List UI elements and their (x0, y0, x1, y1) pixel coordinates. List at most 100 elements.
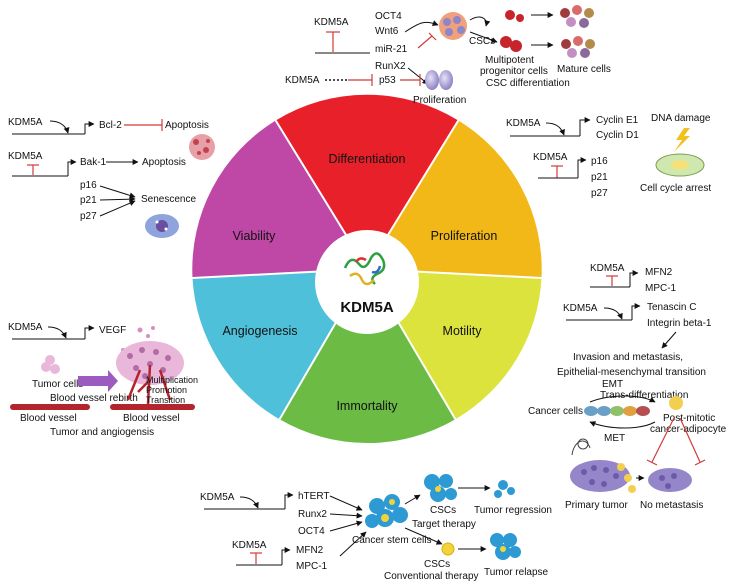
cell-icon (505, 10, 515, 20)
primary-tumor-icon (570, 438, 636, 493)
pro-cell-cycle-arrest: Cell cycle arrest (640, 183, 711, 194)
top-progenitor: progenitor cells (480, 66, 548, 77)
label-angiogenesis: Angiogenesis (222, 324, 297, 338)
segment-immortality[interactable] (279, 269, 456, 444)
imm-target-therapy: Target therapy (412, 519, 476, 530)
mot-met: MET (604, 433, 625, 444)
ang-tumor-cells: Tumor cells (32, 379, 83, 390)
segment-proliferation[interactable] (367, 120, 542, 279)
ang-caption: Tumor and angiogensis (50, 427, 154, 438)
pro-cyclin-e1: Cyclin E1 (596, 115, 639, 126)
top-runx2: RunX2 (375, 61, 406, 72)
imm-kdm5a-2: KDM5A (232, 540, 267, 551)
top-proliferation: Proliferation (413, 95, 466, 106)
via-kdm5a-1: KDM5A (8, 117, 43, 128)
label-differentiation: Differentiation (329, 152, 406, 166)
mot-emt: EMT (602, 379, 623, 390)
imm-conventional: Conventional therapy (384, 571, 479, 582)
panel-proliferation: KDM5A Cyclin E1 Cyclin D1 DNA damage Cel… (506, 113, 711, 199)
via-p27: p27 (80, 211, 97, 222)
imm-oct4: OCT4 (298, 526, 325, 537)
panel-angiogenesis: KDM5A VEGF Tumor cells Blood vessel rebi… (8, 322, 198, 438)
panel-motility: KDM5A MFN2 MPC-1 KDM5A Tenascin C Integr… (528, 263, 727, 511)
pro-p16: p16 (591, 156, 608, 167)
top-mir21: miR-21 (375, 44, 408, 55)
via-senescence: Senescence (141, 194, 196, 205)
progenitor-cells-icon (500, 36, 522, 52)
mot-integrin: Integrin beta-1 (647, 318, 712, 329)
pro-dna-damage: DNA damage (651, 113, 711, 124)
label-viability: Viability (233, 229, 277, 243)
blood-vessel-left-icon (10, 404, 90, 410)
segment-viability[interactable] (192, 120, 367, 279)
top-mature: Mature cells (557, 64, 611, 75)
mot-invasion: Invasion and metastasis, (573, 352, 683, 363)
pro-p27: p27 (591, 188, 608, 199)
imm-tumor-relapse: Tumor relapse (484, 567, 549, 578)
mot-trans-diff: Trans-differentiation (600, 390, 688, 401)
mot-mpc1: MPC-1 (645, 283, 677, 294)
mot-kdm5a-2: KDM5A (563, 303, 598, 314)
via-apoptosis-2: Apoptosis (142, 157, 186, 168)
top-oct4: OCT4 (375, 11, 402, 22)
center-label: KDM5A (340, 299, 394, 316)
mot-tenascin: Tenascin C (647, 302, 696, 313)
ang-multiplication: Multiplication (146, 375, 198, 385)
tumor-regression-icon (494, 480, 515, 498)
pro-kdm5a-2: KDM5A (533, 152, 568, 163)
top-csc-diff: CSC differentiation (486, 78, 570, 89)
ang-blood-vessel-2: Blood vessel (123, 413, 180, 424)
via-p21: p21 (80, 195, 97, 206)
mot-cancer-cells: Cancer cells (528, 406, 583, 417)
mot-kdm5a-1: KDM5A (590, 263, 625, 274)
imm-kdm5a-1: KDM5A (200, 492, 235, 503)
panel-immortality: KDM5A hTERT Runx2 OCT4 KDM5A MFN2 MPC-1 … (200, 474, 552, 582)
via-bcl2: Bcl-2 (99, 120, 122, 131)
cancer-cells-row-icon (584, 406, 650, 416)
pro-cyclin-d1: Cyclin D1 (596, 130, 639, 141)
imm-cancer-stem: Cancer stem cells (352, 535, 431, 546)
panel-differentiation: KDM5A OCT4 Wnt6 miR-21 RunX2 CSCs (285, 5, 611, 106)
pro-kdm5a-1: KDM5A (506, 118, 541, 129)
mot-postmitotic: Post-mitotic (663, 413, 715, 424)
ang-transition: Transition (146, 395, 185, 405)
apoptotic-cell-icon (189, 134, 215, 160)
mot-adipocyte: cancer-adipocyte (650, 424, 727, 435)
mot-primary-tumor: Primary tumor (565, 500, 628, 511)
center-hub (315, 230, 419, 334)
label-immortality: Immortality (336, 399, 398, 413)
top-kdm5a: KDM5A (314, 17, 349, 28)
via-kdm5a-2: KDM5A (8, 151, 43, 162)
tumor-relapse-icon (490, 533, 521, 560)
imm-tumor-regression: Tumor regression (474, 505, 552, 516)
imm-mfn2: MFN2 (296, 545, 324, 556)
adipocyte-icon (669, 396, 683, 410)
top-wnt6: Wnt6 (375, 26, 399, 37)
lightning-icon (674, 128, 690, 152)
tumor-mass-icon (116, 341, 184, 405)
cscs-cluster-upper-icon (424, 474, 457, 502)
label-motility: Motility (443, 324, 483, 338)
csc-cluster-icon (439, 12, 467, 40)
tumor-cells-small-icon (41, 355, 60, 374)
ang-blood-rebirth: Blood vessel rebirth (50, 393, 138, 404)
imm-htert: hTERT (298, 491, 330, 502)
imm-mpc1: MPC-1 (296, 561, 328, 572)
mot-mfn2: MFN2 (645, 267, 673, 278)
top-multipotent: Multipotent (485, 55, 534, 66)
senescent-cell-icon (145, 214, 179, 238)
top-cscs: CSCs (469, 36, 495, 47)
via-bak1: Bak-1 (80, 157, 107, 168)
panel-viability: KDM5A Bcl-2 Apoptosis KDM5A Bak-1 Apopto… (8, 117, 215, 238)
label-proliferation: Proliferation (431, 229, 498, 243)
segment-differentiation[interactable] (275, 94, 459, 269)
transition-arrow-icon (78, 370, 118, 392)
pro-p21: p21 (591, 172, 608, 183)
via-p16: p16 (80, 180, 97, 191)
ang-promotion: Promotion (146, 385, 187, 395)
top-p53: p53 (379, 75, 396, 86)
imm-runx2: Runx2 (298, 509, 327, 520)
via-apoptosis-1: Apoptosis (165, 120, 209, 131)
csc-single-icon (441, 542, 455, 556)
proliferation-cells-icon (425, 70, 453, 90)
